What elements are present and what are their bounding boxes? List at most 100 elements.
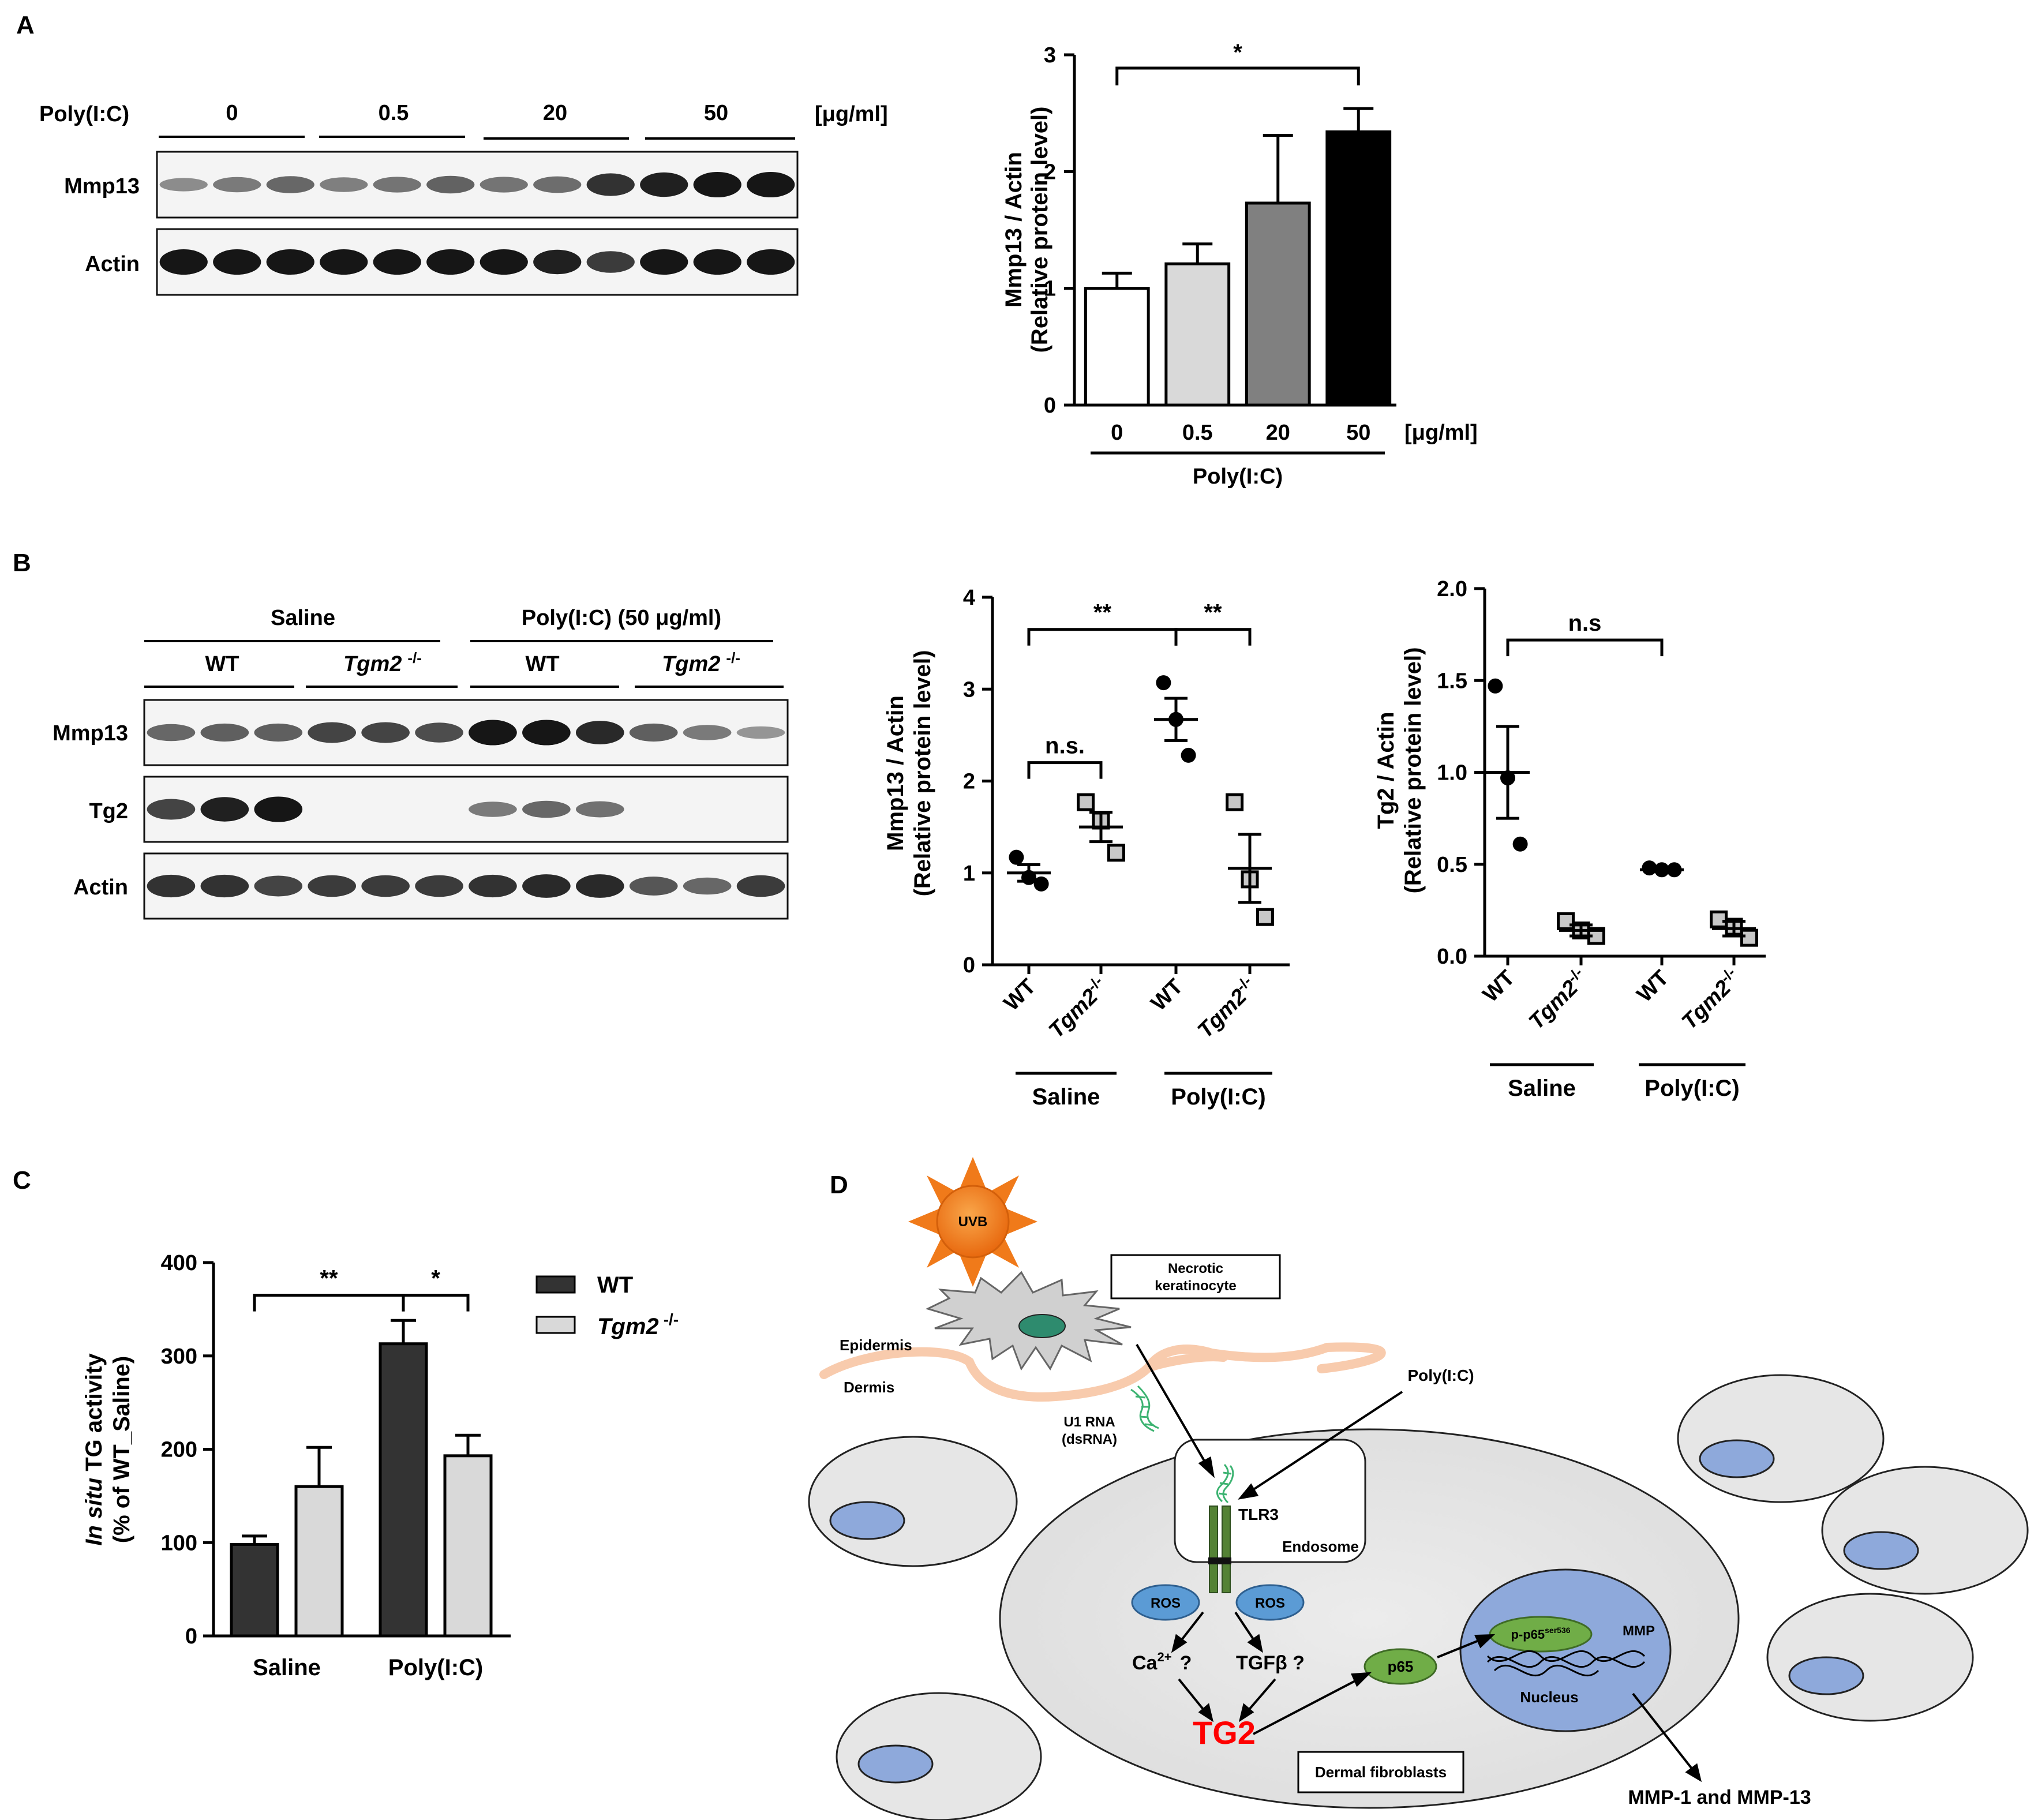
data-point (1107, 844, 1125, 862)
blot-a-dose-label: 50 (704, 101, 728, 125)
bar (1084, 287, 1150, 407)
neighbor-cell (1766, 1593, 1974, 1722)
y-axis-label: (Relative protein level) (910, 650, 935, 897)
blot-a-dose-headers: 0 0.5 20 50 (159, 101, 795, 140)
significance-label: * (431, 1266, 440, 1291)
tg2-label: TG2 (1193, 1714, 1256, 1751)
blot-a-dose-label: 0.5 (379, 101, 409, 125)
dna-helix-icon (1486, 1650, 1646, 1677)
blot-band (736, 875, 785, 897)
data-point (1226, 793, 1244, 811)
significance-bracket (1027, 628, 1178, 646)
blot-band (693, 172, 741, 197)
significance-bracket (1115, 66, 1360, 85)
bar (1325, 130, 1392, 407)
blot-band (575, 801, 624, 818)
arrow (1178, 1611, 1204, 1645)
blot-band (683, 725, 732, 740)
blot-b-row-label-mmp13: Mmp13 (53, 721, 128, 746)
blot-band (426, 249, 475, 275)
neighbor-cell (1821, 1466, 2029, 1595)
blot-band (522, 800, 571, 818)
unit-label: [μg/ml] (1404, 421, 1478, 445)
y-tick-label: 2 (1044, 160, 1056, 184)
data-point (1557, 912, 1575, 930)
significance-label: * (1233, 40, 1242, 65)
blot-band (586, 173, 635, 196)
blot-band (254, 875, 303, 897)
y-tick-label: 100 (161, 1531, 197, 1555)
blot-b-genotype-ko: Tgm2-/- (662, 649, 740, 676)
y-tick-label: 1 (963, 862, 975, 886)
blot-a-dose-label: 0 (226, 101, 238, 125)
x-tick-label: Tgm2-/- (1522, 964, 1593, 1034)
p65-node (1364, 1648, 1437, 1685)
uvb-sun: UVB (908, 1157, 1037, 1287)
legend-swatch-wt (535, 1275, 576, 1294)
x-tick-label: WT (1478, 966, 1519, 1007)
ros-left (1131, 1584, 1200, 1621)
significance-bracket (253, 1294, 405, 1312)
legend-label-ko: Tgm2-/- (597, 1310, 679, 1339)
blot-b-group-polyic: Poly(I:C) (50 μg/ml) (522, 606, 721, 630)
y-axis-label: Mmp13 / Actin (1001, 152, 1027, 308)
tlr3-label: TLR3 (1238, 1506, 1279, 1523)
group-label: Poly(I:C) (1645, 1076, 1739, 1101)
blot-b-row-label-tg2: Tg2 (89, 799, 128, 823)
neighbor-cell (808, 1436, 1018, 1567)
ros-left-label: ROS (1151, 1596, 1181, 1611)
p-p65-label: p-p65ser536 (1511, 1626, 1570, 1642)
blot-band (361, 722, 410, 743)
bar (379, 1342, 428, 1638)
arrow (1245, 1678, 1276, 1714)
calcium-label: Ca2+? (1132, 1650, 1192, 1674)
data-point (1488, 678, 1503, 694)
blot-band (254, 796, 303, 822)
arrow (1248, 1391, 1403, 1493)
arrowhead (1685, 1763, 1702, 1782)
necrotic-keratinocyte-box (1110, 1254, 1281, 1300)
x-tick-label: 20 (1266, 421, 1290, 445)
blot-band (213, 249, 261, 275)
epidermis-label: Epidermis (840, 1336, 912, 1354)
arrowhead (1474, 1634, 1496, 1649)
blot-band (308, 875, 357, 897)
blot-b-group-saline: Saline (271, 606, 335, 630)
blot-band (320, 249, 368, 275)
blot-band (200, 874, 249, 898)
blot-band (736, 726, 785, 739)
blot-band (480, 177, 528, 193)
arrow (1632, 1692, 1695, 1773)
blot-b-membrane-mmp13 (143, 699, 789, 766)
blot-band (200, 797, 249, 822)
panel-label-c: C (13, 1166, 31, 1194)
blot-band (629, 723, 678, 742)
y-tick-label: 2 (963, 770, 975, 794)
y-tick-label: 1 (1044, 277, 1056, 301)
blot-band (415, 722, 463, 743)
blot-band (266, 176, 314, 193)
group-label: Saline (1508, 1076, 1576, 1101)
chart-c-legend: WT Tgm2-/- (535, 1272, 679, 1339)
blot-band (147, 799, 196, 820)
y-tick-label: 0.5 (1437, 853, 1467, 877)
significance-label: ** (320, 1266, 338, 1291)
arrowhead (1238, 1703, 1254, 1722)
ros-right (1235, 1584, 1305, 1621)
data-point (1512, 836, 1528, 852)
blot-band (533, 176, 582, 193)
legend-swatch-ko (535, 1316, 576, 1334)
blot-band (747, 249, 795, 275)
significance-bracket (1506, 638, 1664, 657)
x-tick-label: 50 (1346, 421, 1370, 445)
blot-band (522, 720, 571, 746)
y-axis-label: In situ TG activity (81, 1353, 107, 1546)
arrow (1234, 1611, 1257, 1645)
arrow (1437, 1638, 1484, 1658)
blot-band (254, 723, 303, 742)
